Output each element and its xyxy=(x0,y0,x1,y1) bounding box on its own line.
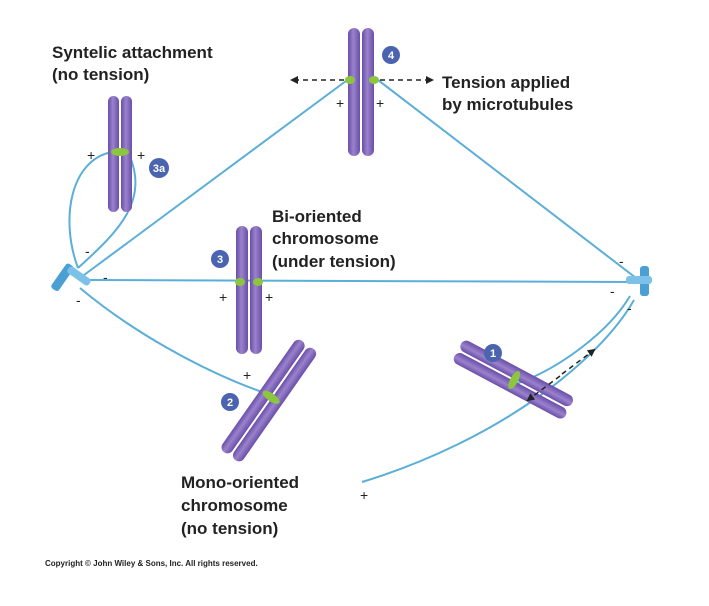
minus-sign: - xyxy=(627,300,632,316)
microtubule-left-to-right xyxy=(90,280,632,282)
minus-sign: - xyxy=(610,283,615,299)
chromosome-step3 xyxy=(235,226,263,354)
svg-text:chromosome: chromosome xyxy=(181,496,288,515)
label-bioriented: Bi-oriented chromosome (under tension) xyxy=(272,207,396,271)
svg-text:4: 4 xyxy=(388,50,395,62)
minus-sign: - xyxy=(103,269,108,285)
step-badge-2: 2 xyxy=(221,393,239,411)
svg-text:(no tension): (no tension) xyxy=(181,519,278,538)
step-badge-3: 3 xyxy=(211,250,229,268)
svg-text:Syntelic attachment: Syntelic attachment xyxy=(52,43,213,62)
step-badge-4: 4 xyxy=(382,46,400,64)
svg-text:2: 2 xyxy=(227,397,233,409)
microtubule-right-long-curve xyxy=(362,300,634,482)
plus-sign: + xyxy=(336,95,344,111)
svg-text:3a: 3a xyxy=(153,163,166,175)
label-mono-oriented: Mono-oriented chromosome (no tension) xyxy=(181,473,299,538)
step-badge-3a: 3a xyxy=(149,158,169,178)
label-syntelic: Syntelic attachment (no tension) xyxy=(52,43,213,84)
plus-sign: + xyxy=(265,289,273,305)
plus-sign: + xyxy=(243,367,251,383)
spindle-pole-left xyxy=(50,262,92,292)
copyright-notice: Copyright © John Wiley & Sons, Inc. All … xyxy=(45,559,258,568)
plus-sign: + xyxy=(360,487,368,503)
chromosome-step1 xyxy=(452,339,575,421)
step-badge-1: 1 xyxy=(484,344,502,362)
svg-text:by microtubules: by microtubules xyxy=(442,95,573,114)
minus-sign: - xyxy=(619,253,624,269)
spindle-pole-right xyxy=(626,266,652,296)
chromosome-step4 xyxy=(345,28,379,156)
svg-text:3: 3 xyxy=(217,254,223,266)
svg-text:Bi-oriented: Bi-oriented xyxy=(272,207,362,226)
microtubule-left-to-mono xyxy=(80,288,262,392)
svg-text:Tension applied: Tension applied xyxy=(442,73,570,92)
label-tension: Tension applied by microtubules xyxy=(442,73,573,114)
svg-text:(under tension): (under tension) xyxy=(272,252,396,271)
plus-sign: + xyxy=(87,147,95,163)
microtubule-left-to-top xyxy=(80,78,350,278)
plus-sign: + xyxy=(137,147,145,163)
movement-arrow-forward xyxy=(562,350,594,374)
svg-text:chromosome: chromosome xyxy=(272,229,379,248)
svg-text:(no tension): (no tension) xyxy=(52,65,149,84)
plus-sign: + xyxy=(219,289,227,305)
svg-text:1: 1 xyxy=(490,348,496,360)
svg-text:Mono-oriented: Mono-oriented xyxy=(181,473,299,492)
plus-sign: + xyxy=(376,95,384,111)
minus-sign: - xyxy=(85,243,90,259)
chromosome-step3a xyxy=(108,96,132,212)
polarity-signs: + + + + + + + + - - - - - - xyxy=(76,95,632,503)
minus-sign: - xyxy=(76,292,81,308)
